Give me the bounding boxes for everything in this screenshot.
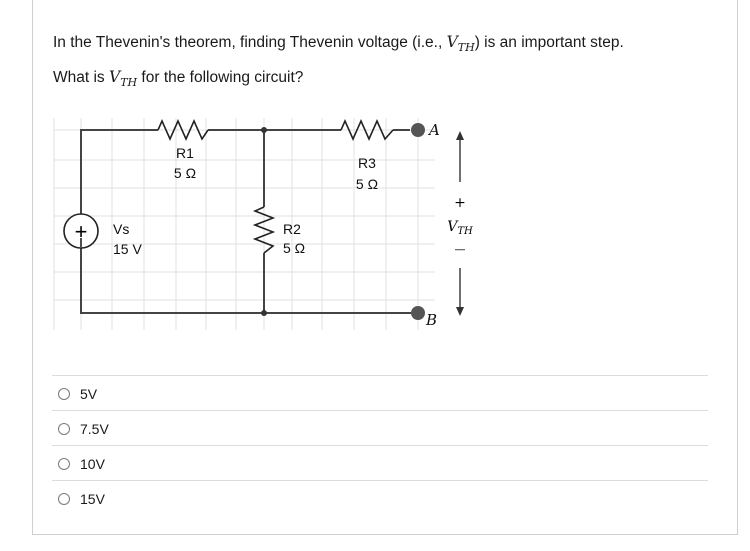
terminal-a-label: A: [427, 121, 440, 139]
vth-label: VTH: [447, 219, 473, 237]
r2-resistor: [252, 206, 276, 254]
vth-symbol: VTH: [446, 33, 475, 55]
vth-minus-label: —: [455, 243, 466, 256]
answer-option-4[interactable]: 15V: [52, 480, 708, 516]
question-text-end: for the following circuit?: [137, 69, 304, 86]
question-line-2: What is VTH for the following circuit?: [53, 68, 303, 89]
r2-value-label: 5 Ω: [283, 240, 305, 256]
answer-option-1[interactable]: 5V: [52, 375, 708, 411]
terminal-b-label: B: [425, 311, 437, 329]
question-text-end: ) is an important step.: [474, 34, 624, 51]
source-value-label: 15 V: [113, 241, 142, 257]
wires: [80, 129, 418, 314]
junction-node-bottom: [261, 310, 267, 316]
r1-name-label: R1: [176, 145, 194, 161]
question-card: [32, 0, 738, 535]
source-name-label: Vs: [113, 221, 129, 237]
source-plus-sign: +: [75, 219, 88, 244]
option-label: 7.5V: [80, 420, 109, 437]
r2-name-label: R2: [283, 221, 301, 237]
answer-option-2[interactable]: 7.5V: [52, 410, 708, 446]
grid: [53, 118, 435, 330]
option-label: 15V: [80, 490, 105, 507]
question-text: In the Thevenin's theorem, finding Theve…: [53, 34, 447, 51]
option-label: 10V: [80, 455, 105, 472]
vth-arrowhead-up: [456, 131, 464, 140]
voltage-source: [63, 213, 99, 249]
radio-button[interactable]: [58, 457, 70, 470]
r1-value-label: 5 Ω: [174, 165, 196, 181]
option-label: 5V: [80, 385, 98, 402]
vth-symbol: VTH: [108, 68, 138, 90]
radio-button[interactable]: [58, 387, 70, 400]
r3-resistor: [340, 119, 394, 141]
radio-button[interactable]: [58, 492, 70, 505]
junction-node-top: [261, 127, 267, 133]
question-text: What is: [53, 69, 109, 86]
vth-arrowhead-down: [456, 307, 464, 316]
radio-button[interactable]: [58, 422, 70, 435]
r3-name-label: R3: [358, 155, 376, 171]
r1-resistor: [157, 119, 209, 141]
r3-value-label: 5 Ω: [356, 176, 378, 192]
terminal-a: [411, 123, 425, 137]
terminal-b: [411, 306, 425, 320]
question-line-1: In the Thevenin's theorem, finding Theve…: [53, 33, 624, 54]
vth-plus-label: +: [454, 195, 466, 211]
answer-option-3[interactable]: 10V: [52, 445, 708, 481]
circuit-diagram: + R1 5 Ω R3 5 Ω R2 5 Ω Vs 15 V A B + VTH…: [53, 118, 473, 330]
